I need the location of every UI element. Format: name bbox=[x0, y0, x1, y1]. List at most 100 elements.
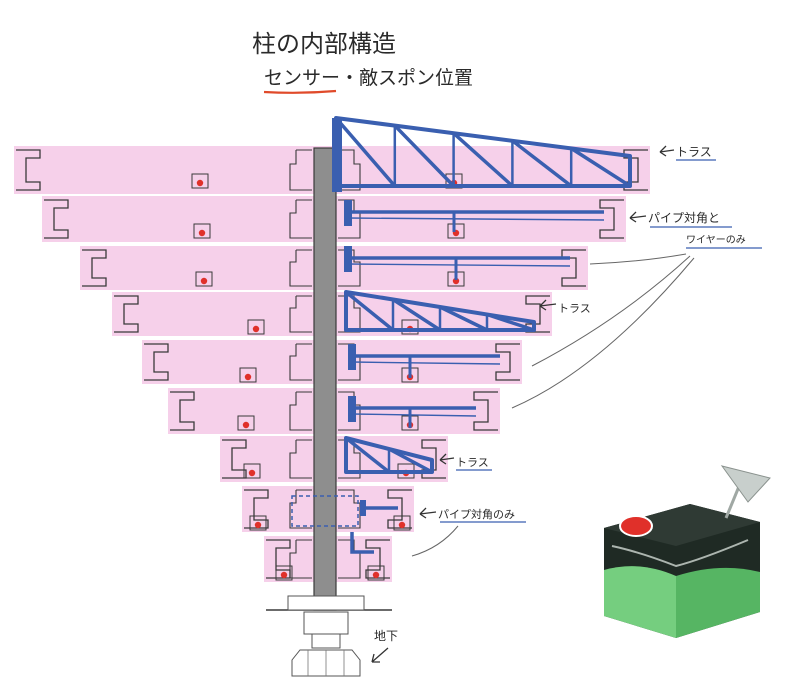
ground-base bbox=[266, 595, 392, 677]
column-collar-right bbox=[338, 149, 361, 191]
floor-left-bracket bbox=[44, 199, 69, 239]
annotation-underground: 地下 bbox=[371, 629, 398, 663]
sensor-housing bbox=[191, 173, 209, 189]
truss-diagonal bbox=[570, 146, 631, 188]
floor-right-bracket bbox=[599, 199, 624, 239]
floor-right-bracket bbox=[365, 539, 390, 579]
arrow-icon bbox=[419, 507, 437, 519]
truss-diagonal bbox=[511, 139, 573, 188]
annotation-truss-top: トラス bbox=[659, 145, 716, 161]
pipe-brace-level-3 bbox=[344, 246, 571, 280]
floor-left-bracket bbox=[114, 295, 139, 333]
steel-structures bbox=[291, 116, 632, 554]
pipe-housing bbox=[291, 495, 359, 527]
pipe-elbow bbox=[350, 532, 374, 554]
truss-low bbox=[344, 436, 434, 474]
sensor-dot-icon bbox=[398, 521, 406, 529]
pipe-brace-only-structure bbox=[291, 495, 398, 554]
truss-diagonal bbox=[392, 298, 441, 332]
annotation-pipe-brace-only: パイプ対角のみ bbox=[411, 507, 526, 557]
column-collar-left bbox=[289, 343, 312, 381]
label-underground: 地下 bbox=[374, 629, 398, 643]
sensor-dot-icon bbox=[280, 571, 288, 579]
floor-left-bracket bbox=[16, 149, 41, 191]
sensor-dot-icon bbox=[198, 229, 206, 237]
arrow-icon bbox=[439, 453, 455, 465]
sensor-housing bbox=[367, 565, 385, 581]
sensor-housing bbox=[239, 367, 257, 383]
sensor-housing bbox=[247, 319, 265, 335]
column-collar-left bbox=[289, 439, 312, 479]
sensor-housing bbox=[195, 271, 213, 287]
label-truss-mid: トラス bbox=[558, 302, 591, 315]
pipe-brace-level-5 bbox=[348, 344, 501, 378]
truss-diagonal bbox=[334, 116, 397, 188]
wire bbox=[347, 263, 571, 267]
truss-diagonal bbox=[439, 305, 488, 332]
truss-top bbox=[334, 116, 632, 188]
sensor-dot-icon bbox=[200, 277, 208, 285]
floor-left-bracket bbox=[222, 439, 247, 479]
truss-diagonal bbox=[344, 290, 395, 332]
brace-mount bbox=[360, 500, 366, 516]
floor-right-bracket bbox=[387, 489, 412, 529]
arrow-icon bbox=[659, 145, 675, 157]
sensor-housing bbox=[193, 223, 211, 239]
sensor-housing bbox=[401, 319, 419, 335]
pipe-brace-level-2 bbox=[344, 200, 605, 232]
column-collar-right bbox=[338, 489, 361, 529]
arrow-icon bbox=[629, 211, 647, 223]
sensor-housing bbox=[393, 515, 411, 531]
column-collar-left bbox=[289, 199, 312, 239]
subtitle-underline bbox=[263, 89, 337, 94]
wire bbox=[351, 413, 477, 417]
truss-diagonal bbox=[452, 131, 514, 188]
floor-left-bracket bbox=[244, 489, 269, 529]
diagram-subtitle: センサー・敵スポン位置 bbox=[264, 67, 473, 89]
column-collar-left bbox=[289, 249, 312, 287]
pipe-brace-level-6 bbox=[348, 396, 477, 428]
label-truss-top: トラス bbox=[676, 145, 712, 159]
label-pipe-brace-wire: パイプ対角と bbox=[648, 211, 720, 225]
sensor-housing bbox=[275, 565, 293, 581]
annotation-pipe-brace-wire: パイプ対角と ワイヤーのみ bbox=[511, 211, 762, 409]
sensor-housing bbox=[249, 515, 267, 531]
floor-left-bracket bbox=[170, 391, 195, 431]
annotation-truss-mid: トラス bbox=[539, 299, 591, 315]
wire bbox=[347, 217, 605, 221]
truss-diagonal bbox=[393, 124, 455, 188]
truss-diagonal bbox=[388, 447, 433, 474]
floor-right-bracket bbox=[421, 439, 446, 479]
label-pipe-brace-only: パイプ対角のみ bbox=[438, 507, 515, 521]
truss-mid bbox=[344, 290, 536, 332]
sensor-dot-icon bbox=[252, 325, 260, 333]
sensor-dot-icon bbox=[248, 469, 256, 477]
arrow-icon bbox=[371, 647, 389, 663]
truss-diagonal bbox=[344, 436, 391, 474]
column-collar-left bbox=[289, 149, 312, 191]
annotations: トラス パイプ対角と ワイヤーのみ トラス トラス パイプ対角のみ bbox=[371, 145, 762, 663]
sensor-housing bbox=[447, 223, 465, 239]
label-truss-low: トラス bbox=[456, 456, 489, 469]
sensor-housing bbox=[243, 463, 261, 479]
spawn-device-icon bbox=[604, 465, 771, 638]
wire bbox=[351, 361, 501, 365]
column-collar-left bbox=[289, 489, 312, 529]
sensor-housing bbox=[237, 415, 255, 431]
floor-left-bracket bbox=[144, 343, 169, 381]
arrow-icon bbox=[539, 299, 557, 311]
column-collar-left bbox=[289, 391, 312, 431]
sensor-dot-icon bbox=[196, 179, 204, 187]
sensor-dot-icon bbox=[372, 571, 380, 579]
sensor-dot-icon bbox=[244, 373, 252, 381]
sensor-dot-icon bbox=[452, 277, 460, 285]
column-collar-left bbox=[289, 539, 312, 579]
label-wire-only: ワイヤーのみ bbox=[686, 235, 746, 246]
column-collar-right bbox=[338, 391, 361, 431]
sensor-dot-icon bbox=[254, 521, 262, 529]
sensor-dot-icon bbox=[242, 421, 250, 429]
floor-right-bracket bbox=[473, 391, 498, 431]
floor-left-bracket bbox=[82, 249, 107, 287]
floor-right-bracket bbox=[561, 249, 586, 287]
